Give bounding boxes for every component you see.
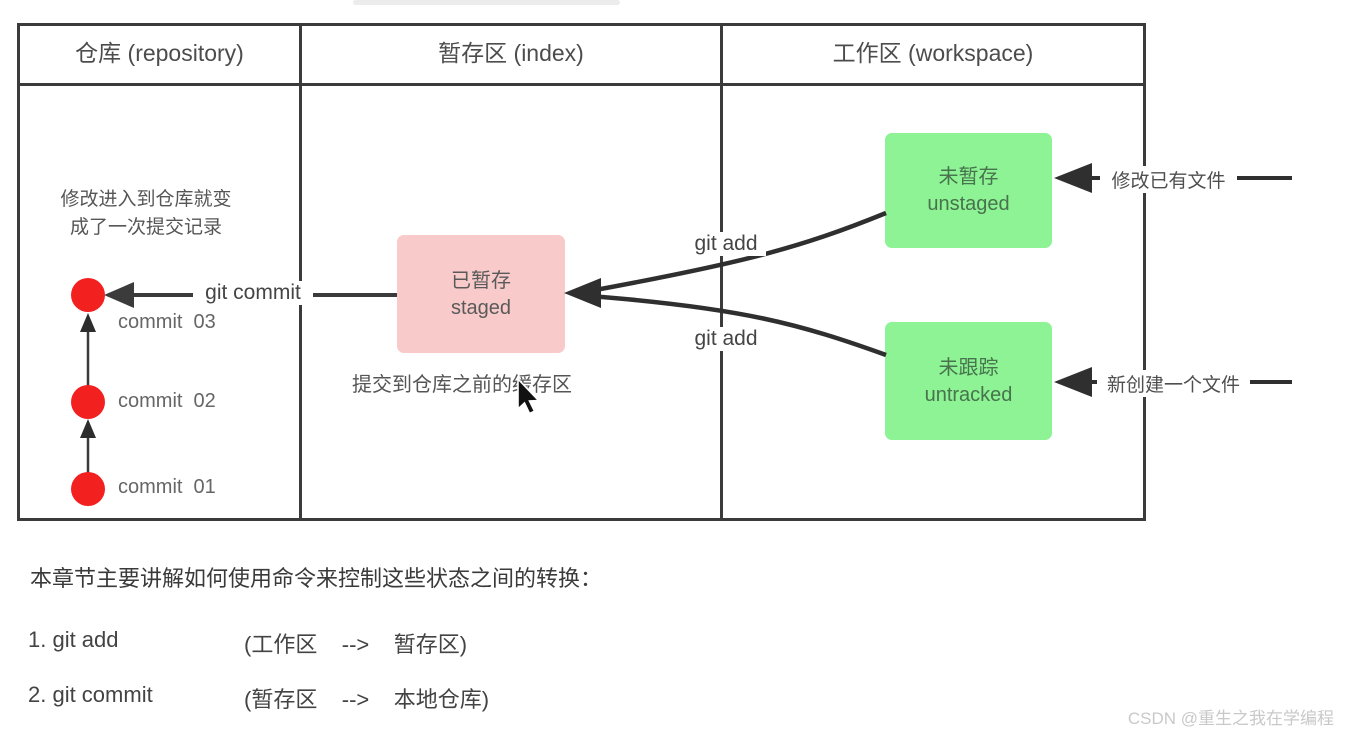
modify-file-label: 修改已有文件 [1100,166,1237,193]
repository-note-line1: 修改进入到仓库就变 [60,189,232,210]
unstaged-box: 未暂存 unstaged [885,133,1052,248]
mouse-cursor-icon [517,377,541,415]
footer-item-1-transition: (工作区 --> 暂存区) [244,632,468,657]
csdn-watermark: CSDN @重生之我在学编程 [1127,709,1334,728]
staged-title: 已暂存 [451,269,511,292]
footer-item-2-command: 2. git commit [28,682,153,707]
git-add-curve-bottom [589,293,887,358]
repository-note: 修改进入到仓库就变 成了一次提交记录 [30,186,262,242]
git-add-arrowhead-icon [564,278,601,308]
commit-02-label: commit 02 [118,390,216,412]
column-divider-2 [720,23,723,521]
cropped-top-element [353,0,620,5]
commit-dot-03 [71,278,105,312]
commit-chain-arrowhead-1-icon [80,313,96,332]
git-add-top-label: git add [686,232,766,256]
header-repository: 仓库 (repository) [75,40,244,66]
staged-subtitle: staged [450,296,512,319]
staged-caption: 提交到仓库之前的缓存区 [352,374,572,396]
footer-item-2-transition: (暂存区 --> 本地仓库) [244,687,490,712]
untracked-subtitle: untracked [924,383,1013,406]
unstaged-title: 未暂存 [938,166,999,188]
modify-file-arrowhead-icon [1054,163,1092,193]
new-file-label: 新创建一个文件 [1097,370,1250,397]
header-index: 暂存区 (index) [438,40,584,66]
header-divider [17,83,1146,86]
commit-chain-arrowhead-2-icon [80,419,96,438]
repository-note-line2: 成了一次提交记录 [69,217,222,238]
commit-03-label: commit 03 [118,311,216,333]
untracked-box: 未跟踪 untracked [885,322,1052,440]
new-file-arrowhead-icon [1054,367,1092,397]
unstaged-subtitle: unstaged [927,193,1010,215]
commit-dot-01 [71,472,105,506]
git-commit-arrowhead-icon [104,282,134,308]
footer-heading: 本章节主要讲解如何使用命令来控制这些状态之间的转换： [30,566,603,591]
untracked-title: 未跟踪 [938,356,999,379]
git-commit-label: git commit [193,281,313,305]
column-divider-1 [299,23,302,521]
footer-item-1-command: 1. git add [28,627,119,652]
commit-dot-02 [71,385,105,419]
header-workspace: 工作区 (workspace) [832,40,1034,66]
commit-01-label: commit 01 [118,476,216,498]
git-add-bottom-label: git add [686,327,766,351]
staged-box: 已暂存 staged [397,235,565,353]
